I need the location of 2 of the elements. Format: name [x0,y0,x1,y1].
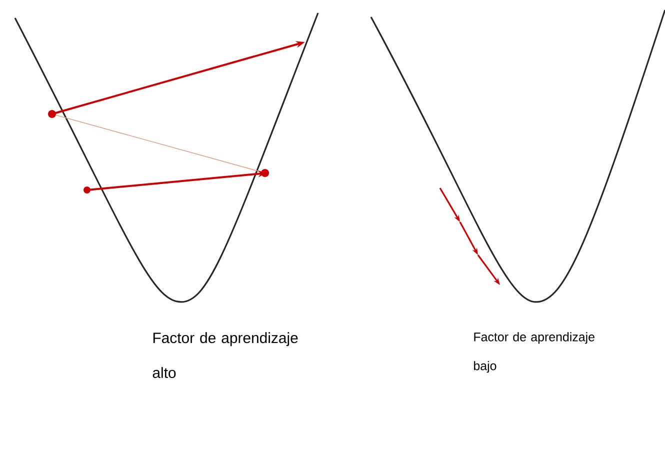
caption: Factor de aprendizaje bajo [474,332,594,373]
caption: Factor de aprendizaje alto [152,332,298,378]
